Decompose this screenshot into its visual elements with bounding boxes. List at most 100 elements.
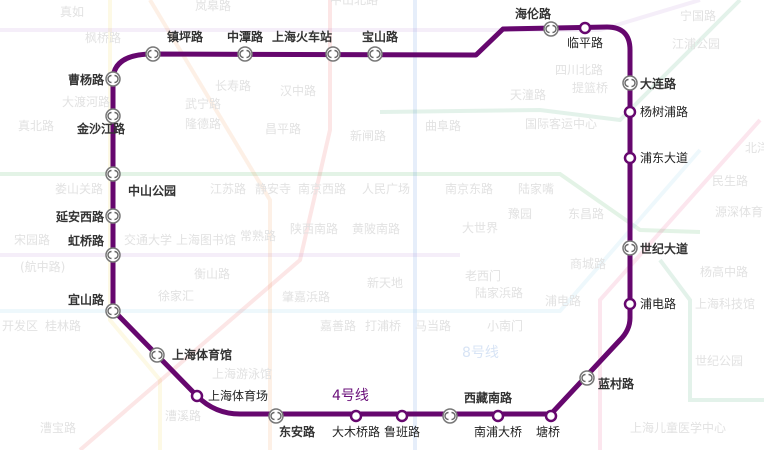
station[interactable]: 虹桥路	[68, 233, 121, 263]
station-marker-icon[interactable]	[190, 389, 204, 403]
station[interactable]: 上海火车站	[272, 29, 341, 62]
station-label[interactable]: 上海体育场	[208, 388, 268, 403]
station[interactable]: 鲁班路	[384, 409, 420, 439]
station-label[interactable]: 蓝村路	[598, 376, 635, 391]
station-label[interactable]: 南浦大桥	[474, 424, 522, 439]
station[interactable]: 西藏南路	[442, 390, 513, 424]
station-label[interactable]: 镇坪路	[167, 29, 204, 44]
station-label[interactable]: 虹桥路	[68, 233, 105, 248]
station-label[interactable]: 海伦路	[515, 6, 552, 21]
background-line-6	[598, 118, 762, 450]
interchange-station-icon[interactable]	[268, 408, 284, 424]
station-marker-icon[interactable]	[578, 21, 592, 35]
station-marker-icon[interactable]	[395, 409, 409, 423]
station[interactable]: 南浦大桥	[474, 409, 522, 439]
background-station-label: 常熟路	[240, 228, 276, 243]
station[interactable]: 宝山路	[362, 29, 399, 62]
station-marker-icon[interactable]	[544, 409, 558, 423]
station-label[interactable]: 宝山路	[362, 29, 399, 44]
background-station-label: 汉中路	[280, 83, 316, 98]
station[interactable]: 延安西路	[55, 208, 121, 224]
interchange-station-icon[interactable]	[579, 370, 595, 386]
station-marker-icon[interactable]	[491, 409, 505, 423]
background-station-label: 大渡河路	[62, 94, 110, 109]
station[interactable]: 大连路	[622, 75, 677, 91]
station[interactable]: 镇坪路	[145, 29, 204, 62]
station[interactable]: 中潭路	[227, 29, 264, 62]
station[interactable]: 杨树浦路	[623, 104, 688, 119]
interchange-station-icon[interactable]	[105, 208, 121, 224]
interchange-station-icon[interactable]	[622, 75, 638, 91]
station-label[interactable]: 大木桥路	[332, 424, 380, 439]
station[interactable]: 东安路	[268, 408, 316, 439]
station-label[interactable]: 延安西路	[55, 209, 105, 224]
background-station-label: 提篮桥	[572, 80, 608, 95]
interchange-station-icon[interactable]	[149, 347, 165, 363]
interchange-station-icon[interactable]	[105, 247, 121, 263]
station-label[interactable]: 宜山路	[68, 292, 105, 307]
station[interactable]: 世纪大道	[622, 240, 688, 256]
station-label[interactable]: 浦电路	[640, 296, 676, 311]
station-label[interactable]: 金沙江路	[76, 121, 126, 136]
background-station-label: 黄陂南路	[352, 221, 400, 236]
background-station-label: 嘉善路	[320, 318, 356, 333]
station[interactable]: 中山公园	[105, 166, 176, 198]
interchange-station-icon[interactable]	[145, 46, 161, 62]
station-label[interactable]: 中潭路	[227, 29, 264, 44]
station-label[interactable]: 浦东大道	[640, 151, 688, 165]
station[interactable]: 临平路	[567, 21, 603, 50]
station-label[interactable]: 世纪大道	[640, 241, 688, 256]
station-marker-icon[interactable]	[623, 151, 637, 165]
station-marker-icon[interactable]	[349, 409, 363, 423]
interchange-station-icon[interactable]	[622, 240, 638, 256]
station[interactable]: 金沙江路	[76, 108, 126, 136]
interchange-station-icon[interactable]	[367, 46, 383, 62]
station[interactable]: 塘桥	[536, 409, 560, 439]
station-label[interactable]: 东安路	[279, 424, 316, 439]
station-label[interactable]: 鲁班路	[384, 424, 420, 439]
station-label[interactable]: 杨树浦路	[640, 104, 688, 119]
station[interactable]: 蓝村路	[579, 370, 635, 391]
background-station-label: 商城路	[570, 256, 606, 271]
background-station-label: 岚皋路	[195, 0, 231, 13]
station-label[interactable]: 曹杨路	[68, 72, 105, 87]
station[interactable]: 上海体育场	[190, 388, 268, 403]
station[interactable]: 浦电路	[623, 296, 676, 311]
station-label[interactable]: 西藏南路	[464, 390, 513, 405]
interchange-station-icon[interactable]	[105, 166, 121, 182]
station[interactable]: 浦东大道	[623, 151, 688, 165]
station-label[interactable]: 临平路	[567, 35, 603, 50]
background-station-label: 长寿路	[215, 78, 251, 93]
background-station-label: 陕西南路	[290, 221, 338, 236]
station-label[interactable]: 上海火车站	[272, 29, 332, 44]
station-marker-icon[interactable]	[623, 297, 637, 311]
station-label[interactable]: 大连路	[640, 76, 677, 91]
station[interactable]: 大木桥路	[332, 409, 380, 439]
background-station-label: 天潼路	[510, 87, 546, 102]
station-marker-icon[interactable]	[623, 105, 637, 119]
background-station-label: 枫桥路	[85, 30, 121, 45]
background-station-label: 娄山关路	[55, 181, 103, 196]
interchange-station-icon[interactable]	[105, 71, 121, 87]
interchange-station-icon[interactable]	[105, 108, 121, 124]
interchange-station-icon[interactable]	[543, 21, 559, 37]
station[interactable]: 上海体育馆	[149, 347, 232, 363]
background-station-label: 大世界	[462, 221, 498, 235]
background-station-label: 北洋泾路	[745, 140, 764, 155]
interchange-station-icon[interactable]	[325, 46, 341, 62]
station[interactable]: 曹杨路	[68, 71, 121, 87]
interchange-station-icon[interactable]	[105, 303, 121, 319]
background-station-label: 打浦桥	[365, 319, 401, 333]
station-label[interactable]: 上海体育馆	[172, 347, 232, 362]
station[interactable]: 宜山路	[68, 292, 121, 319]
interchange-station-icon[interactable]	[237, 46, 253, 62]
station[interactable]: 海伦路	[515, 6, 559, 37]
background-station-label: 国际客运中心	[525, 116, 597, 131]
background-line-1	[78, 0, 332, 450]
station-label[interactable]: 中山公园	[128, 183, 176, 198]
background-station-label: 新天地	[367, 275, 403, 290]
interchange-station-icon[interactable]	[442, 408, 458, 424]
station-label[interactable]: 塘桥	[536, 424, 560, 439]
